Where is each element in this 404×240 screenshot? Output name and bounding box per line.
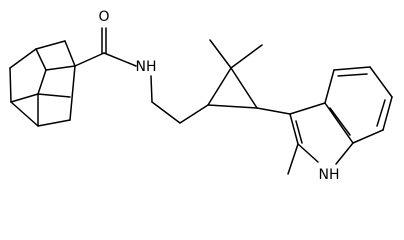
- carbonyl-oxygen-label: O: [98, 9, 109, 25]
- indole-ring: [256, 66, 393, 175]
- cyclopropane-ring: [207, 39, 263, 109]
- adamantane-cage: [9, 40, 76, 127]
- chemical-structure: O NH NH: [9, 9, 393, 183]
- indole-nh-label: NH: [319, 167, 340, 183]
- amide-group: [74, 27, 209, 124]
- amide-nh-label: NH: [136, 59, 157, 75]
